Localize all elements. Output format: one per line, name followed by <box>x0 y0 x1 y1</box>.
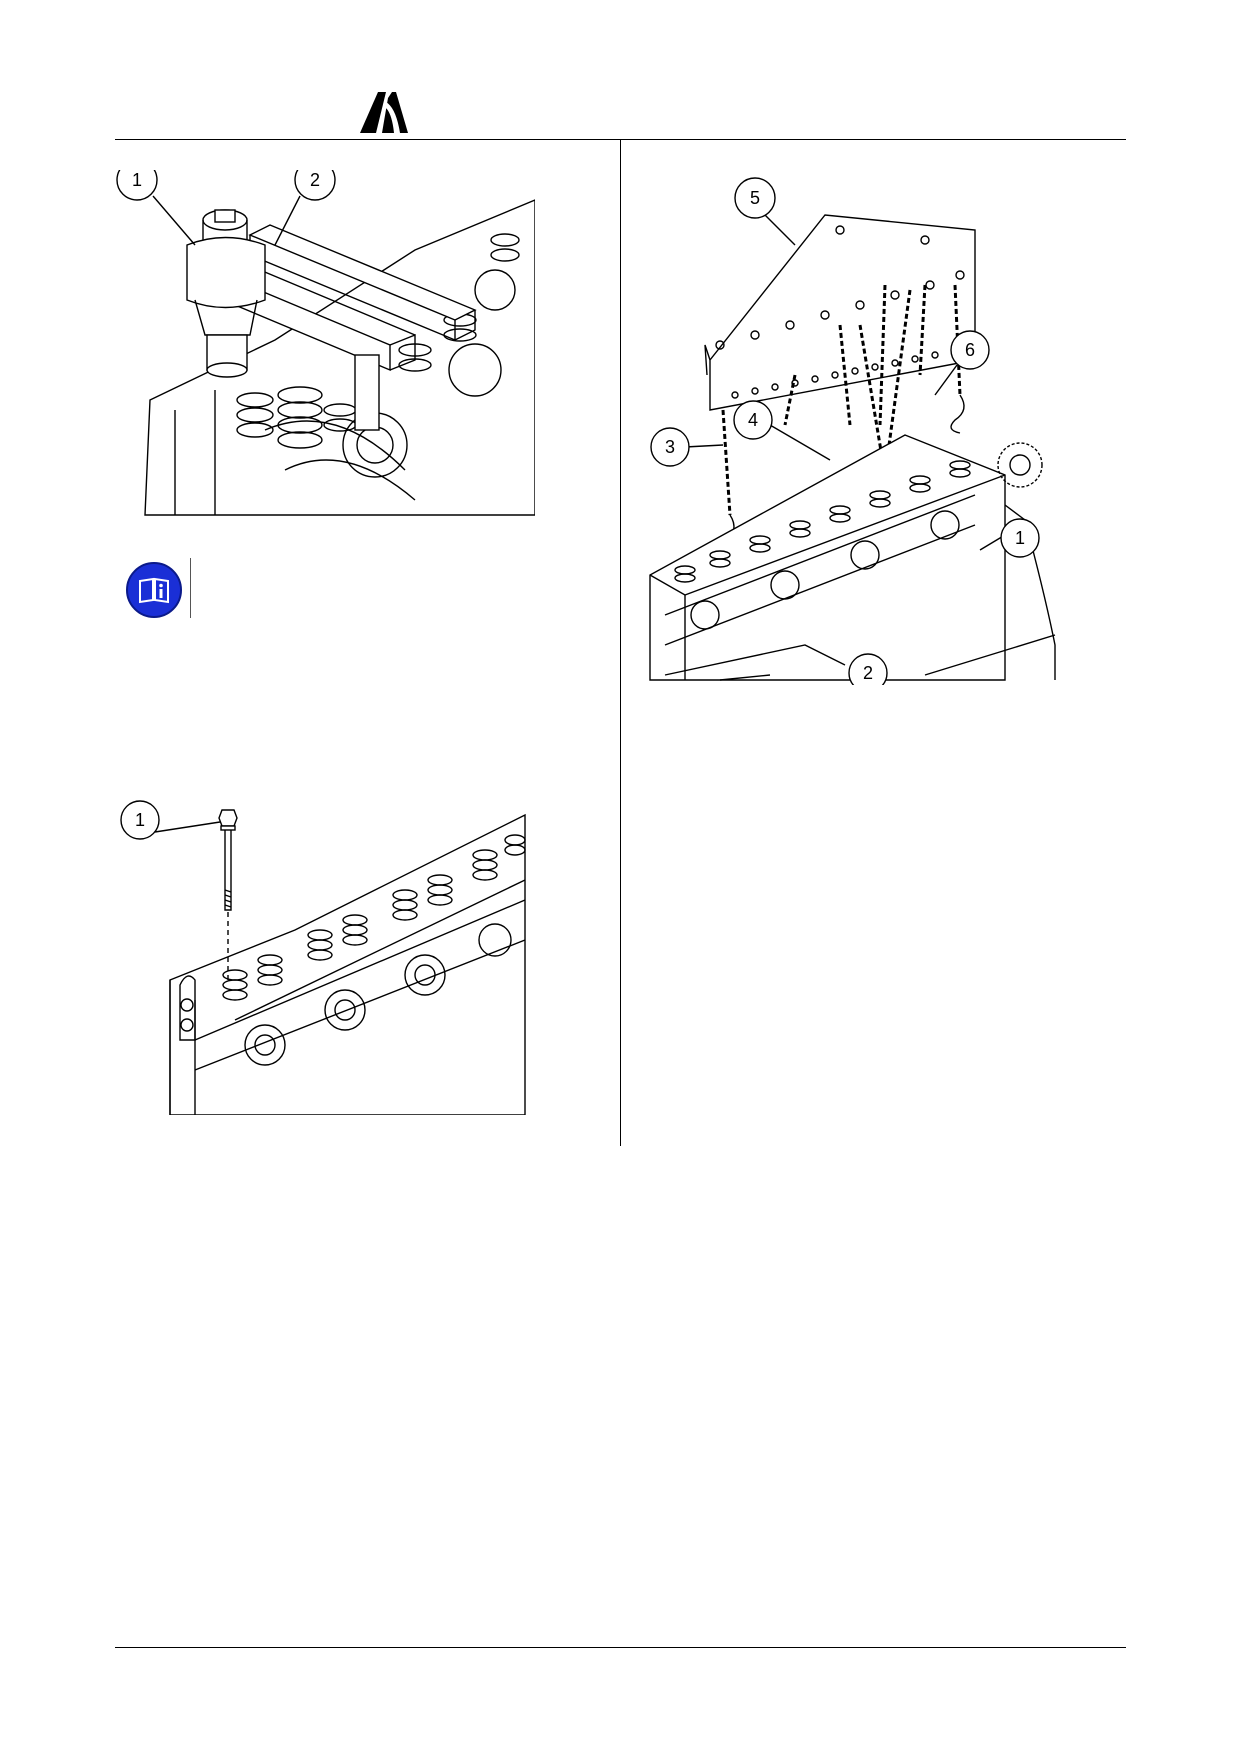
svg-text:2: 2 <box>310 170 320 190</box>
svg-text:3: 3 <box>665 437 675 457</box>
header-rule <box>115 139 1126 140</box>
footer-rule <box>115 1647 1126 1648</box>
figure-head-bolt: 1 <box>115 800 530 1115</box>
callout-1: 1 <box>116 170 158 201</box>
manual-info-icon <box>126 562 182 618</box>
svg-text:4: 4 <box>748 410 758 430</box>
callout-1: 1 <box>1000 518 1040 558</box>
header-logo <box>356 90 412 134</box>
callout-3: 3 <box>650 427 690 467</box>
svg-text:6: 6 <box>965 340 975 360</box>
callout-4: 4 <box>733 400 773 440</box>
svg-text:5: 5 <box>750 188 760 208</box>
svg-text:1: 1 <box>1015 528 1025 548</box>
svg-text:2: 2 <box>863 663 873 683</box>
info-separator <box>190 558 191 618</box>
callout-2: 2 <box>294 170 336 201</box>
figure-tool-wrench: 1 2 <box>115 170 535 520</box>
svg-text:1: 1 <box>135 810 145 830</box>
callout-1: 1 <box>120 800 160 840</box>
callout-6: 6 <box>950 330 990 370</box>
figure-head-lifting: 5 6 4 3 1 2 <box>645 175 1065 685</box>
svg-text:1: 1 <box>132 170 142 190</box>
callout-2: 2 <box>848 653 888 685</box>
callout-5: 5 <box>734 177 776 219</box>
brand-logo-icon <box>360 92 408 133</box>
column-divider <box>620 140 621 1146</box>
